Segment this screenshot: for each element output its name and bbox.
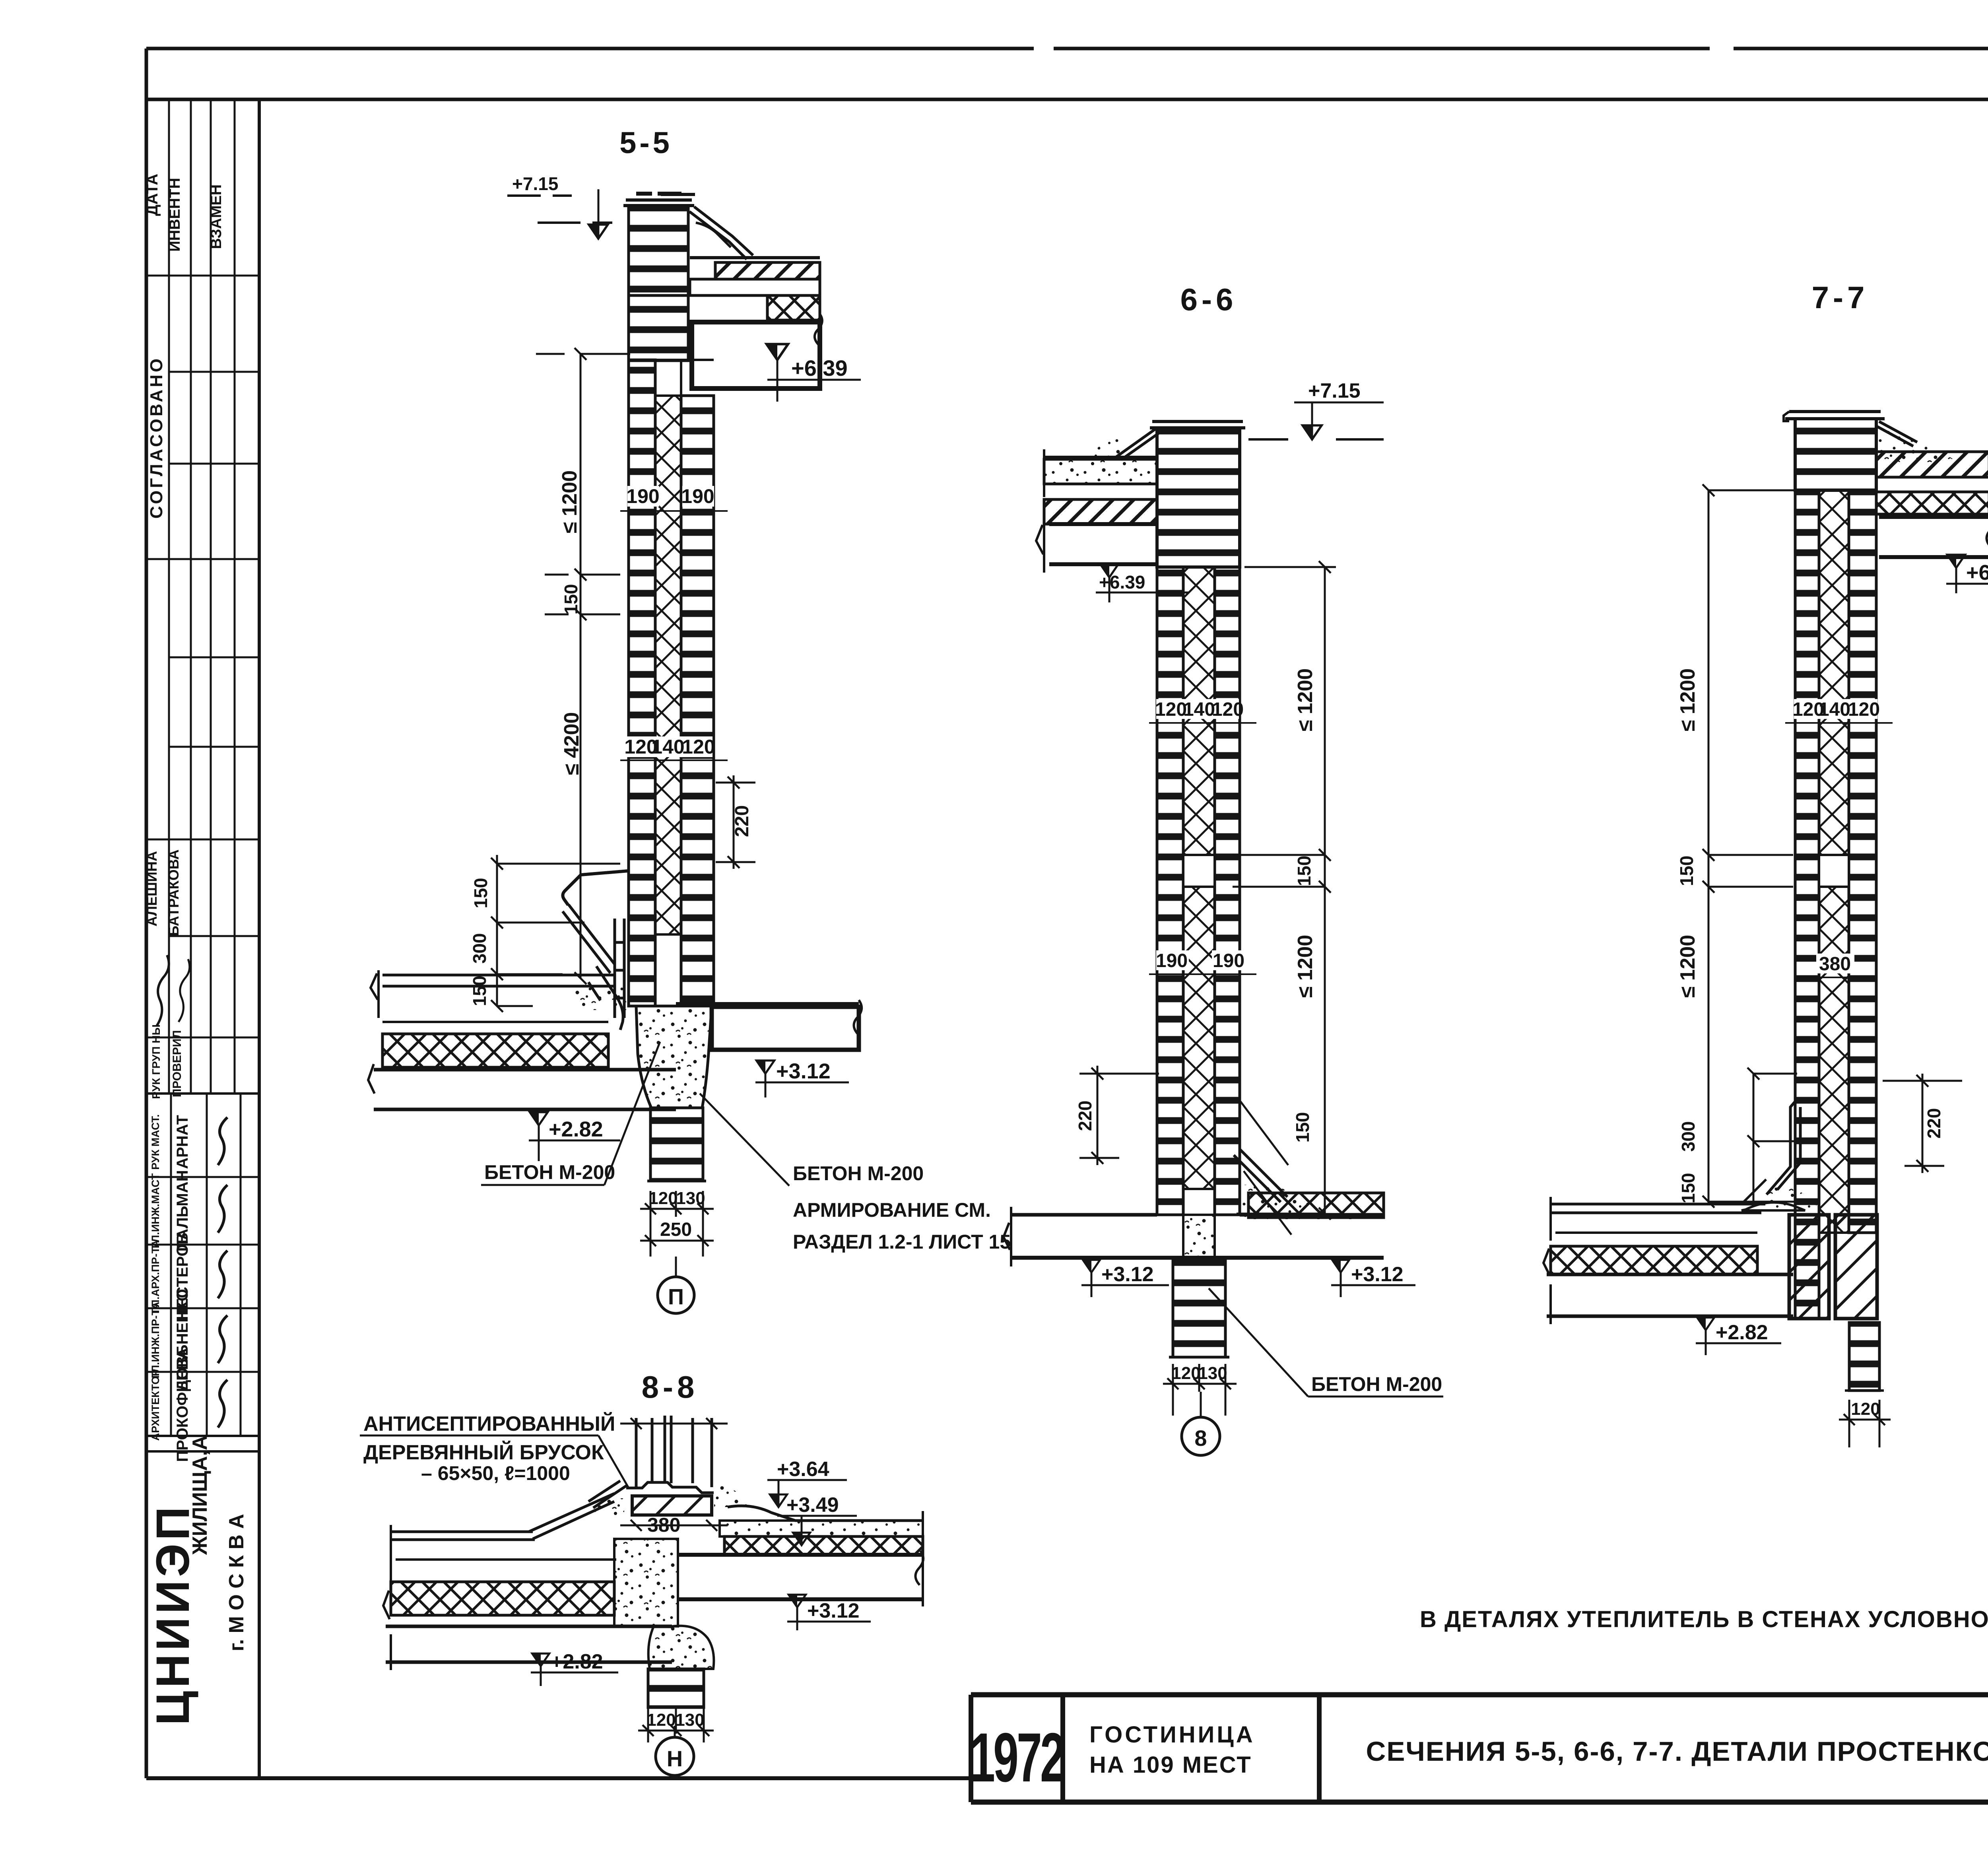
svg-text:1972: 1972: [970, 1719, 1064, 1797]
svg-text:150: 150: [1676, 856, 1697, 886]
svg-text:+3.12: +3.12: [776, 1059, 831, 1083]
svg-text:300: 300: [1678, 1121, 1699, 1152]
svg-text:120: 120: [646, 1710, 676, 1730]
svg-text:220: 220: [732, 805, 753, 837]
svg-text:ГЛ.ИНЖ.ПР-ТА: ГЛ.ИНЖ.ПР-ТА: [149, 1302, 161, 1379]
svg-text:≤ 1200: ≤ 1200: [558, 470, 581, 534]
svg-text:8: 8: [1194, 1426, 1207, 1451]
svg-text:ПРОКОФЬЕВА: ПРОКОФЬЕВА: [174, 1348, 191, 1462]
svg-text:+6.39: +6.39: [1099, 572, 1145, 592]
svg-text:120: 120: [1848, 699, 1880, 720]
svg-text:НА 109 МЕСТ: НА 109 МЕСТ: [1089, 1752, 1252, 1778]
svg-text:150: 150: [469, 976, 490, 1006]
svg-text:190: 190: [1213, 950, 1244, 971]
svg-text:АНТИСЕПТИРОВАННЫЙ: АНТИСЕПТИРОВАННЫЙ: [363, 1412, 615, 1435]
svg-text:АРХИТЕКТОР: АРХИТЕКТОР: [149, 1369, 161, 1441]
svg-text:380: 380: [647, 1514, 680, 1536]
svg-text:150: 150: [561, 584, 581, 615]
svg-text:+2.82: +2.82: [549, 1117, 603, 1141]
svg-text:150: 150: [470, 878, 491, 909]
svg-text:В ДЕТАЛЯХ УТЕПЛИТЕЛЬ В СТЕНА: В ДЕТАЛЯХ УТЕПЛИТЕЛЬ В СТЕНАХ УСЛОВНО НЕ…: [1420, 1606, 1988, 1632]
svg-text:– 65×50, ℓ=1000: – 65×50, ℓ=1000: [421, 1462, 570, 1484]
svg-text:5-5: 5-5: [619, 126, 673, 160]
svg-text:ДЕРЕВЯННЫЙ БРУСОК: ДЕРЕВЯННЫЙ БРУСОК: [363, 1441, 604, 1464]
svg-text:БАТРАКОВА: БАТРАКОВА: [165, 849, 182, 936]
svg-text:≤ 1200: ≤ 1200: [1676, 668, 1699, 732]
svg-text:+6.39: +6.39: [1966, 561, 1988, 585]
svg-text:ДОВБНЕНКО: ДОВБНЕНКО: [174, 1289, 191, 1391]
svg-text:СОГЛАСОВАНО: СОГЛАСОВАНО: [147, 356, 166, 519]
svg-text:РУК МАСТ.: РУК МАСТ.: [149, 1114, 161, 1170]
svg-text:220: 220: [1924, 1108, 1944, 1139]
svg-text:380: 380: [1819, 954, 1851, 975]
svg-text:ЖИЛИЩА,А: ЖИЛИЩА,А: [188, 1435, 212, 1556]
svg-text:140: 140: [1183, 699, 1215, 720]
svg-text:+7.15: +7.15: [1308, 379, 1361, 402]
svg-text:ИНВЕНТН: ИНВЕНТН: [167, 178, 183, 252]
svg-text:БЕТОН М-200: БЕТОН М-200: [1311, 1373, 1442, 1395]
svg-text:ЦНИИЭП: ЦНИИЭП: [147, 1503, 199, 1725]
svg-text:150: 150: [1294, 856, 1314, 886]
svg-text:ПРОВЕРИЛ: ПРОВЕРИЛ: [171, 1030, 184, 1097]
svg-text:ГЛ.ИНЖ.МАСТ: ГЛ.ИНЖ.МАСТ: [149, 1173, 161, 1248]
svg-text:≤ 1200: ≤ 1200: [1676, 935, 1699, 998]
svg-text:ГЛ.АРХ.ПР-ТА: ГЛ.АРХ.ПР-ТА: [149, 1240, 161, 1313]
svg-text:≤ 4200: ≤ 4200: [560, 712, 583, 775]
svg-text:250: 250: [660, 1219, 692, 1240]
svg-text:г. М О С К В А: г. М О С К В А: [225, 1514, 248, 1651]
svg-text:300: 300: [469, 933, 490, 964]
svg-text:120: 120: [682, 736, 715, 758]
svg-text:БЕТОН М-200: БЕТОН М-200: [793, 1162, 924, 1185]
svg-text:АРМИРОВАНИЕ СМ.: АРМИРОВАНИЕ СМ.: [793, 1199, 991, 1221]
svg-text:220: 220: [1075, 1101, 1095, 1131]
svg-text:120: 120: [1792, 699, 1824, 720]
svg-text:+6.39: +6.39: [791, 355, 848, 381]
svg-text:≤ 1200: ≤ 1200: [1294, 935, 1317, 998]
svg-text:+3.49: +3.49: [786, 1494, 839, 1517]
svg-text:150: 150: [1678, 1173, 1699, 1204]
svg-text:140: 140: [651, 736, 684, 758]
svg-text:+2.82: +2.82: [1716, 1321, 1768, 1344]
svg-text:ПАЛЬМАН: ПАЛЬМАН: [174, 1170, 191, 1251]
svg-text:120: 120: [1851, 1399, 1880, 1419]
svg-text:СЕЧЕНИЯ 5-5, 6-6, 7-7. ДЕТАЛИ: СЕЧЕНИЯ 5-5, 6-6, 7-7. ДЕТАЛИ ПРОСТЕНКОВ…: [1366, 1736, 1988, 1767]
svg-text:ДАТА: ДАТА: [144, 174, 161, 216]
svg-text:+3.64: +3.64: [777, 1458, 829, 1481]
svg-text:БЕТОН М-200: БЕТОН М-200: [484, 1161, 615, 1183]
svg-text:120: 120: [648, 1189, 678, 1208]
svg-text:+3.12: +3.12: [807, 1599, 860, 1622]
svg-text:120: 120: [624, 736, 657, 758]
svg-text:ГОСТИНИЦА: ГОСТИНИЦА: [1089, 1722, 1255, 1748]
svg-text:+3.12: +3.12: [1351, 1263, 1404, 1286]
svg-text:6-6: 6-6: [1180, 282, 1237, 317]
svg-text:+2.82: +2.82: [551, 1650, 603, 1673]
svg-text:120: 120: [1212, 699, 1244, 720]
svg-text:190: 190: [681, 485, 714, 507]
svg-text:120: 120: [1171, 1364, 1200, 1383]
svg-text:Н: Н: [667, 1746, 683, 1771]
svg-text:130: 130: [1198, 1364, 1227, 1383]
svg-text:140: 140: [1819, 699, 1850, 720]
svg-text:8-8: 8-8: [642, 1369, 699, 1404]
svg-text:+7.15: +7.15: [512, 173, 558, 194]
svg-text:РУК ГРУП НЫ: РУК ГРУП НЫ: [150, 1024, 162, 1099]
svg-text:+3.12: +3.12: [1101, 1263, 1154, 1286]
svg-text:130: 130: [675, 1710, 704, 1730]
svg-text:НЕСТЕРОВ: НЕСТЕРОВ: [174, 1233, 191, 1321]
svg-text:190: 190: [1156, 950, 1188, 971]
svg-text:П: П: [668, 1284, 684, 1309]
svg-text:120: 120: [1155, 699, 1187, 720]
svg-text:ВЗАМЕН: ВЗАМЕН: [208, 185, 225, 249]
svg-text:≤ 1200: ≤ 1200: [1294, 668, 1317, 732]
svg-text:7-7: 7-7: [1812, 280, 1869, 315]
svg-text:190: 190: [626, 485, 659, 507]
svg-text:АЛЕШИНА: АЛЕШИНА: [144, 851, 160, 926]
svg-text:130: 130: [676, 1189, 705, 1208]
svg-text:150: 150: [1292, 1112, 1313, 1143]
svg-text:РАЗДЕЛ 1.2-1 ЛИСТ 15: РАЗДЕЛ 1.2-1 ЛИСТ 15: [793, 1231, 1011, 1253]
svg-text:АРНАТ: АРНАТ: [174, 1115, 191, 1169]
